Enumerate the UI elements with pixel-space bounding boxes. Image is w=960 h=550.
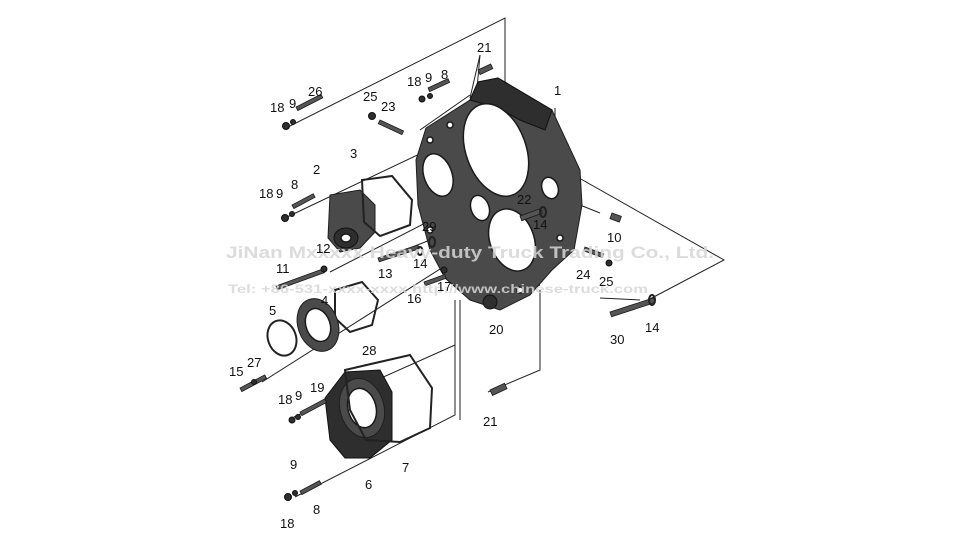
- cover-6: [324, 369, 393, 459]
- callout-19: 19: [310, 380, 324, 395]
- watermark-company: JiNan Mxxxxx Heavy-duty Truck Trading Co…: [226, 243, 714, 262]
- callout-12: 12: [316, 241, 330, 256]
- callout-4: 4: [321, 293, 328, 308]
- callout-10: 10: [607, 230, 621, 245]
- callout-25-a: 25: [363, 89, 377, 104]
- gasket-3: [360, 174, 414, 238]
- callout-22: 22: [517, 192, 531, 207]
- callout-6: 6: [365, 477, 372, 492]
- callout-7: 7: [402, 460, 409, 475]
- callout-8-mid: 8: [291, 177, 298, 192]
- callout-23: 23: [381, 99, 395, 114]
- callout-8-top: 8: [441, 67, 448, 82]
- callout-18-e: 18: [280, 516, 294, 531]
- housing-bore-lower: [487, 208, 537, 272]
- callout-29: 29: [422, 219, 436, 234]
- callout-14-a: 14: [533, 217, 547, 232]
- idler-gear-20: [482, 294, 498, 310]
- callout-18-d: 18: [278, 392, 292, 407]
- callout-16: 16: [407, 291, 421, 306]
- gasket-7: [343, 353, 434, 444]
- callout-14-c: 14: [645, 320, 659, 335]
- callout-21-top: 21: [477, 40, 491, 55]
- callout-24: 24: [576, 267, 590, 282]
- callout-9-a: 9: [289, 96, 296, 111]
- callout-9-e: 9: [290, 457, 297, 472]
- seal-ring-5: [266, 319, 298, 357]
- callout-3: 3: [350, 146, 357, 161]
- callout-21-bottom: 21: [483, 414, 497, 429]
- housing-bore-left: [422, 153, 454, 197]
- flange-plate: [296, 298, 340, 352]
- callout-8-bottom: 8: [313, 502, 320, 517]
- callout-18-b: 18: [407, 74, 421, 89]
- callout-13: 13: [378, 266, 392, 281]
- callout-1: 1: [554, 83, 561, 98]
- callout-9-d: 9: [295, 388, 302, 403]
- callout-9-b: 9: [425, 70, 432, 85]
- callout-9-c: 9: [276, 186, 283, 201]
- callout-28: 28: [362, 343, 376, 358]
- callout-2: 2: [313, 162, 320, 177]
- washers: [251, 93, 656, 501]
- bolts: [239, 63, 656, 496]
- callout-26: 26: [308, 84, 322, 99]
- callout-25-b: 25: [599, 274, 613, 289]
- watermark-contact: Tel: +86-531-xxxx-xxxx http://www.chines…: [228, 282, 648, 296]
- callout-15: 15: [229, 364, 243, 379]
- callout-27: 27: [247, 355, 261, 370]
- gear-housing: [415, 77, 583, 311]
- callout-30: 30: [610, 332, 624, 347]
- callout-14-b: 14: [413, 256, 427, 271]
- callout-20: 20: [489, 322, 503, 337]
- callout-18-c: 18: [259, 186, 273, 201]
- callout-17: 17: [437, 279, 451, 294]
- callout-5: 5: [269, 303, 276, 318]
- callout-labels: 1 2 3 4 5 6 7 8 8 8 9 9 9 9 9 10 11 12 1…: [229, 40, 659, 531]
- callout-11: 11: [276, 261, 290, 276]
- callout-18-a: 18: [270, 100, 284, 115]
- housing-bore-upper: [462, 102, 530, 198]
